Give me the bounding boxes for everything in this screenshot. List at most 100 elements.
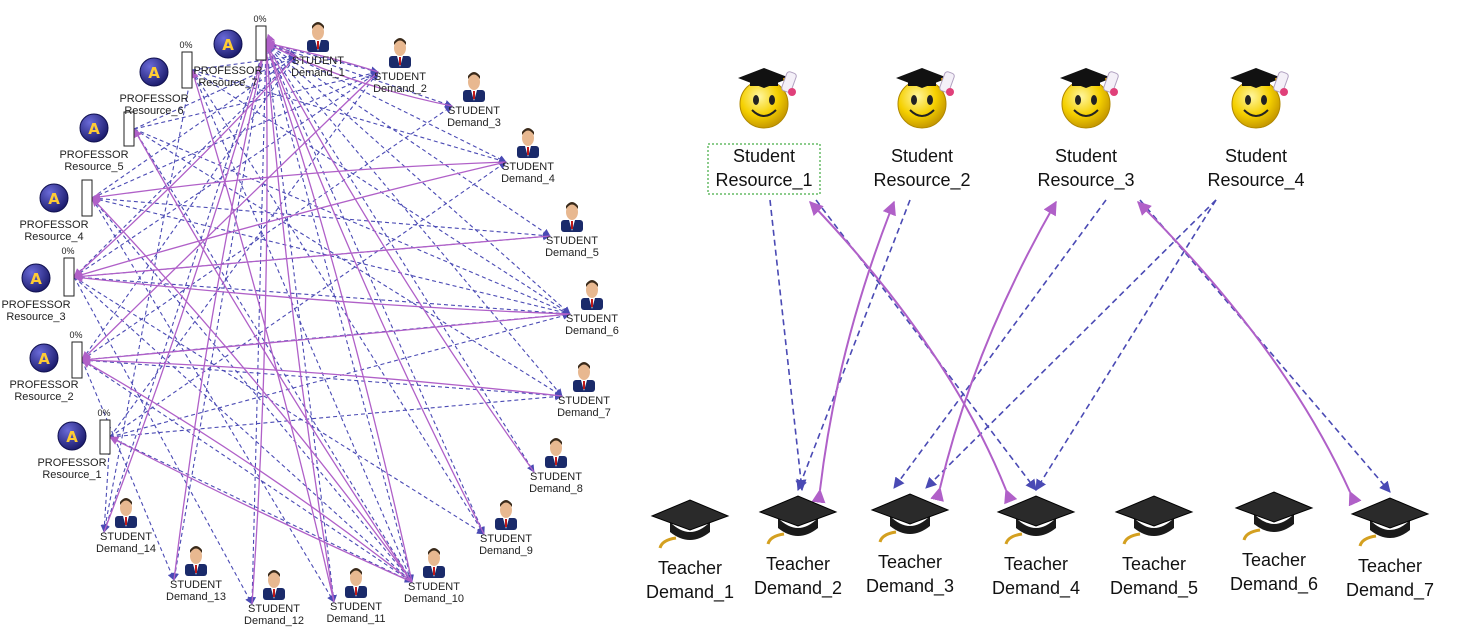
solid-link	[81, 355, 563, 397]
solid-link	[264, 42, 485, 535]
professor-name-label: Resource_7	[198, 77, 257, 89]
student-person-icon	[463, 72, 485, 102]
solid-link	[73, 273, 571, 315]
student-name-label: Demand_10	[404, 593, 464, 605]
professor-name-label: Resource_1	[42, 469, 101, 481]
dashed-link	[91, 71, 379, 199]
dashed-link	[191, 53, 297, 71]
student-name-label: Demand_13	[166, 591, 226, 603]
student-name-label: Demand_11	[326, 613, 385, 625]
student-type-label: STUDENT	[170, 579, 222, 591]
dashed-link	[91, 197, 335, 603]
solid-link	[73, 235, 551, 281]
dashed-link	[73, 276, 413, 583]
solid-link	[173, 42, 269, 581]
dashed-link	[133, 128, 571, 315]
mortarboard-icon	[758, 495, 838, 545]
mortarboard-icon	[1234, 491, 1314, 541]
dashed-link	[81, 359, 563, 400]
professor-a-icon: A	[39, 183, 69, 213]
capacity-percent: 0%	[69, 330, 82, 340]
left-graph-edges	[73, 33, 571, 605]
resource-name-label: Resource_1	[715, 170, 812, 191]
professor-a-icon: A	[57, 421, 87, 451]
resource-type-label: Student	[1225, 146, 1287, 166]
student-name-label: Demand_9	[479, 545, 533, 557]
solid-link	[109, 436, 413, 583]
solid-link	[133, 128, 413, 583]
dashed-link	[73, 276, 253, 605]
capacity-percent: 0%	[97, 408, 110, 418]
dashed-link	[265, 42, 453, 108]
student-name-label: Demand_2	[373, 83, 427, 95]
student-name-label: Demand_7	[557, 407, 611, 419]
svg-text:A: A	[222, 36, 234, 54]
resource-type-label: Student	[891, 146, 953, 166]
student-type-label: STUDENT	[546, 235, 598, 247]
student-name-label: Demand_14	[96, 543, 156, 555]
student-person-icon	[581, 280, 603, 310]
demand-type-label: Teacher	[1004, 554, 1068, 574]
dashed-link	[191, 69, 413, 583]
svg-text:A: A	[30, 270, 42, 288]
student-type-label: STUDENT	[408, 581, 460, 593]
professor-type-label: PROFESSOR	[119, 93, 188, 105]
demand-name-label: Demand_4	[992, 578, 1080, 599]
demand-type-label: Teacher	[878, 552, 942, 572]
dashed-link	[265, 42, 379, 74]
mortarboard-icon	[870, 493, 950, 543]
dashed-link	[265, 42, 414, 583]
solid-link	[811, 200, 896, 504]
demand-name-label: Demand_3	[866, 576, 954, 597]
dashed-link	[133, 128, 413, 583]
student-type-label: STUDENT	[502, 161, 554, 173]
professor-name-label: Resource_3	[6, 311, 65, 323]
student-name-label: Demand_3	[447, 117, 501, 129]
dashed-link	[925, 199, 1217, 489]
student-type-label: STUDENT	[248, 603, 300, 615]
professor-name-label: Resource_4	[24, 231, 83, 243]
student-person-icon	[517, 128, 539, 158]
solid-link	[264, 42, 413, 583]
right-graph-edges	[769, 199, 1391, 507]
student-person-icon	[561, 202, 583, 232]
dashed-link	[265, 42, 297, 57]
student-name-label: Demand_6	[565, 325, 619, 337]
student-type-label: STUDENT	[448, 105, 500, 117]
demand-name-label: Demand_2	[754, 578, 842, 599]
resource-name-label: Resource_3	[1037, 170, 1134, 191]
